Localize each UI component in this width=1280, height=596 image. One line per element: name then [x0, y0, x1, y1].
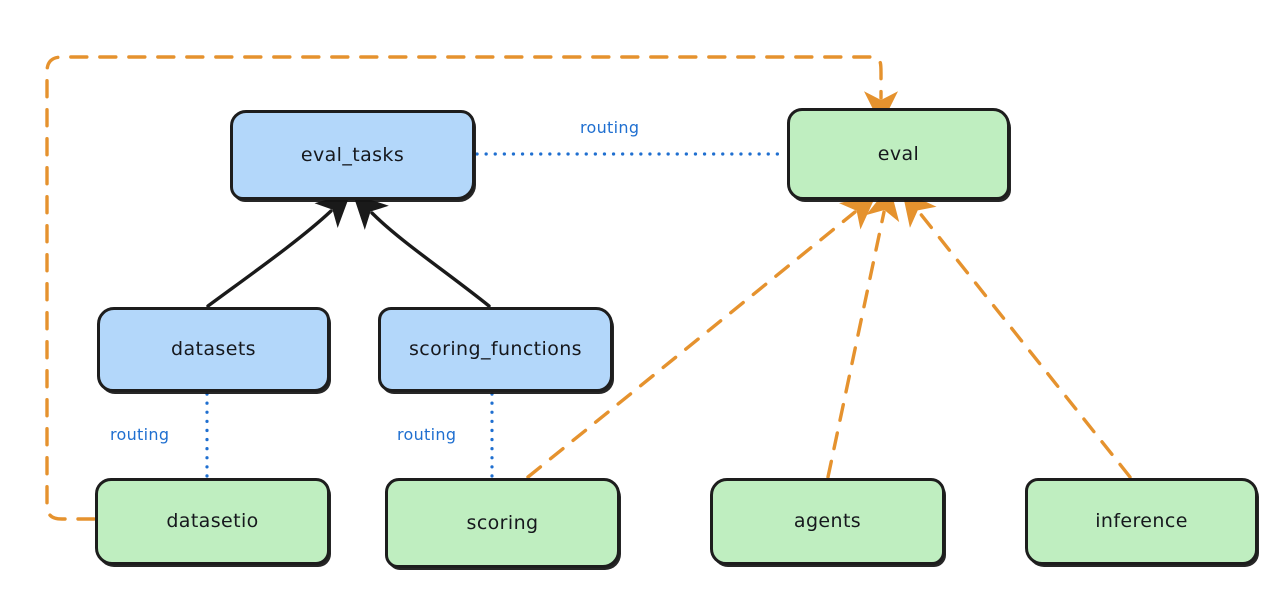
node-scoring-functions[interactable]: scoring_functions [378, 307, 613, 392]
edge-scoring-functions-to-eval-tasks [352, 193, 491, 308]
edge-label-routing-eval-tasks: routing [580, 118, 640, 137]
node-eval[interactable]: eval [787, 108, 1010, 200]
node-eval-tasks-label: eval_tasks [300, 143, 405, 166]
node-datasetio[interactable]: datasetio [95, 478, 330, 565]
node-inference[interactable]: inference [1025, 478, 1258, 565]
node-eval-label: eval [877, 142, 920, 165]
node-scoring[interactable]: scoring [385, 478, 620, 568]
node-agents-label: agents [793, 510, 862, 533]
edge-agents-to-eval [826, 185, 900, 479]
node-datasets[interactable]: datasets [97, 307, 330, 392]
edge-datasets-to-eval-tasks [206, 192, 351, 308]
edge-label-routing-scoring-functions: routing [397, 425, 457, 444]
node-inference-label: inference [1095, 510, 1188, 533]
node-agents[interactable]: agents [710, 478, 945, 565]
node-scoring-label: scoring [466, 511, 539, 534]
node-datasets-label: datasets [171, 338, 256, 361]
edge-label-routing-datasets: routing [110, 425, 170, 444]
edge-inference-to-eval [902, 190, 1132, 479]
node-datasetio-label: datasetio [166, 510, 259, 533]
node-scoring-functions-label: scoring_functions [409, 338, 582, 361]
node-eval-tasks[interactable]: eval_tasks [230, 110, 475, 200]
